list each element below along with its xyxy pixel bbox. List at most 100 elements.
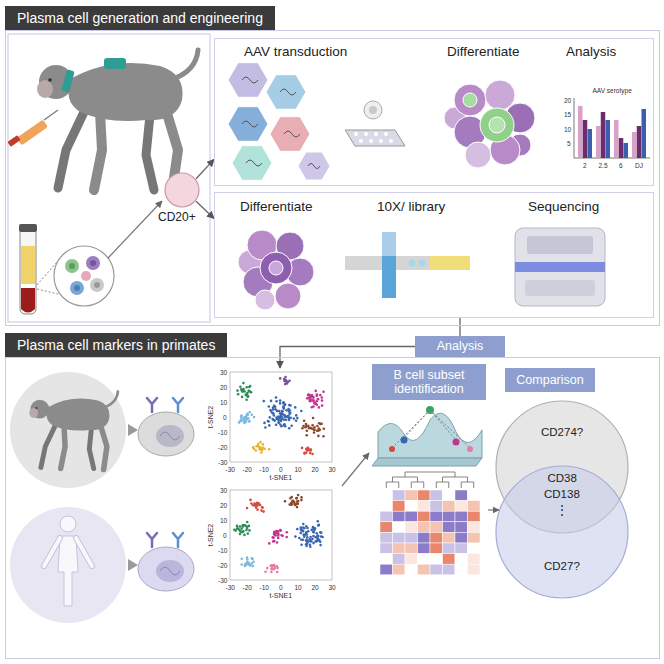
tsne-dot xyxy=(240,388,243,391)
tsne-dot xyxy=(316,532,319,535)
tsne-dot xyxy=(286,531,289,534)
tsne-dot xyxy=(264,426,267,429)
flow-arrow xyxy=(488,509,499,510)
waddington-landscape xyxy=(426,406,434,414)
tick-label: 6 xyxy=(619,162,623,169)
tsne-dot xyxy=(288,427,291,430)
heatmap-cell xyxy=(418,564,431,575)
tsne-dot xyxy=(249,499,252,502)
heatmap-cell xyxy=(380,522,393,533)
tsne-dot xyxy=(302,530,305,533)
tsne-dot xyxy=(300,496,303,499)
tsne-dot xyxy=(248,420,251,423)
venn-circle-outline xyxy=(495,465,629,599)
human-figure xyxy=(44,538,92,566)
tsne-dot xyxy=(271,412,274,415)
tsne-dot xyxy=(297,494,300,497)
tsne-dot xyxy=(281,535,284,538)
waddington-landscape xyxy=(430,410,470,448)
tsne-dot xyxy=(284,379,287,382)
tick-label: -30 xyxy=(218,459,227,466)
well-plate xyxy=(369,139,373,143)
macaque-figure xyxy=(37,50,198,192)
tsne-dot xyxy=(295,497,298,500)
plasma-cell-cluster xyxy=(465,142,491,168)
aav-serotype-chart xyxy=(596,126,601,158)
plot-frame xyxy=(230,372,332,462)
tsne-dot xyxy=(246,558,249,561)
flow-connector xyxy=(196,159,214,178)
tsne-dot xyxy=(296,506,299,509)
tsne-dot xyxy=(310,540,313,543)
tsne-dot xyxy=(312,535,315,538)
tick-label: 0 xyxy=(279,584,283,591)
tsne-dot xyxy=(246,527,249,530)
heatmap-cell xyxy=(418,501,431,512)
tsne-dot xyxy=(277,530,280,533)
tsne-dot xyxy=(285,418,288,421)
heatmap-cell xyxy=(468,501,481,512)
cell-bubble xyxy=(65,259,79,273)
tsne-dot xyxy=(312,531,315,534)
heatmap-cell xyxy=(418,532,431,543)
tsne-dot xyxy=(306,397,309,400)
tsne-dot xyxy=(313,426,316,429)
sequencer xyxy=(525,280,595,296)
aav-serotype-chart xyxy=(601,112,606,158)
tsne-dot xyxy=(279,377,282,380)
tsne-dot xyxy=(249,385,252,388)
tsne-dot xyxy=(313,401,316,404)
tsne-dot xyxy=(250,391,253,394)
tsne-dot xyxy=(309,452,312,455)
cell-bubble xyxy=(86,256,100,270)
heatmap-cell xyxy=(405,554,418,565)
heatmap-cell xyxy=(393,522,406,533)
tsne-dot xyxy=(313,428,316,431)
tsne-dot xyxy=(243,524,246,527)
tsne-dot xyxy=(322,390,325,393)
tsne-dot xyxy=(320,422,323,425)
cell-bubble xyxy=(54,246,114,306)
heatmap-cell xyxy=(443,554,456,565)
tick-label: 20 xyxy=(220,384,227,391)
tsne-dot xyxy=(316,539,319,542)
dendrogram xyxy=(386,472,474,488)
syringe xyxy=(44,110,58,120)
heatmap-cell xyxy=(418,543,431,554)
tsne-dot xyxy=(301,529,304,532)
tsne-dot xyxy=(252,565,255,568)
tsne-dot xyxy=(309,399,312,402)
tsne-dot xyxy=(297,502,300,505)
aav-capsids xyxy=(284,131,300,137)
plasma-cell-icon xyxy=(138,398,194,456)
aav-capsids xyxy=(228,107,268,142)
tsne-dot xyxy=(316,535,319,538)
aav-capsids xyxy=(228,63,330,181)
tsne-dot xyxy=(302,533,305,536)
tsne-dot xyxy=(321,396,324,399)
tsne-dot xyxy=(237,393,240,396)
tsne-dot xyxy=(236,389,239,392)
plasma-cell-icon xyxy=(138,412,194,456)
waddington-landscape xyxy=(378,413,482,458)
tsne-dot xyxy=(245,398,248,401)
tsne-dot xyxy=(240,530,243,533)
marker-label: CD38 xyxy=(548,472,577,485)
tsne-dot xyxy=(292,499,295,502)
node-label: 10X/ library xyxy=(377,199,445,215)
heatmap-cell xyxy=(443,522,456,533)
well-plate xyxy=(384,132,388,136)
tsne-dot xyxy=(245,386,248,389)
tsne-dot xyxy=(289,497,292,500)
tsne-dot xyxy=(307,394,310,397)
heatmap-cell xyxy=(468,490,481,501)
tick-label: 15 xyxy=(564,111,571,118)
heatmap-cell xyxy=(393,490,406,501)
venn-circle: CD27? xyxy=(495,465,629,599)
tsne-dot xyxy=(279,402,282,405)
tsne-dot xyxy=(318,422,321,425)
tsne-dot xyxy=(248,411,251,414)
plasma-cell-cluster xyxy=(485,80,515,110)
tick-label: -10 xyxy=(260,584,269,591)
macaque-figure xyxy=(37,50,198,192)
